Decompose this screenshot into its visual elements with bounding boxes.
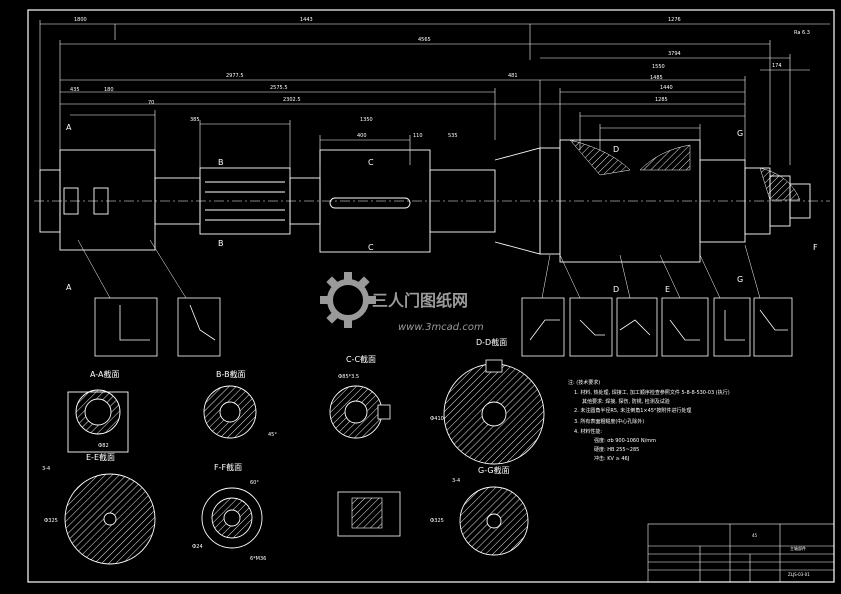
watermark-url: www.3mcad.com [398,322,484,333]
hatch-right-end [759,167,801,201]
dim-1285: 1285 [655,97,668,103]
dim-2575: 2575.5 [270,85,288,91]
bb-angle: 45° [268,432,277,438]
dim-1550: 1550 [652,64,665,70]
dim-535: 535 [448,133,458,139]
tb-drawing-no: ZLJS-03-01 [788,572,810,577]
dd-dim: Ф410 [430,416,444,422]
gear-icon [320,272,376,328]
mark-a-bottom: A [66,283,72,292]
mark-d-bottom: D [613,285,619,294]
title-dd: D-D截面 [476,337,507,347]
dim-1440: 1440 [660,85,673,91]
bb-bore [219,401,241,423]
gg-dia: Ф325 [430,518,444,524]
dim-70: 70 [148,100,154,106]
dim-4565: 4565 [418,37,431,43]
note-1b: 其他要求: 焊接, 探伤, 防锈, 检测及试验 [582,398,670,405]
mark-d-top: D [613,145,619,154]
note-1: 1. 材料, 热处理, 焊接工, 加工顺序检查参照文件 5-8-8-530-03… [574,389,730,396]
ff-bore [223,509,241,527]
ee-bore [103,512,117,526]
dim-1443: 1443 [300,17,313,23]
dd-key [485,359,503,373]
mark-b-top: B [218,158,224,167]
detail-leaders [77,239,761,299]
sheet-border [27,9,835,583]
gg-bore [486,513,502,529]
note-4a: 强度: σb 900-1060 N/mm [594,437,656,444]
ee-dia: Ф325 [44,518,58,524]
ff-angle: 60° [250,480,259,486]
hatch-worm-top [569,139,631,176]
title-block [647,523,835,583]
dim-1276: 1276 [668,17,681,23]
dim-2977: 2977.5 [226,73,244,79]
section-markers: A A B B C C D D E F G G [66,123,818,294]
dim-3794: 3794 [668,51,681,57]
detail-ff-2-hatch [351,497,383,529]
site-watermark: 三人门图纸网 www.3mcad.com [320,272,484,333]
aa-dim: Ф82 [98,443,109,449]
mark-c-bottom: C [368,243,374,252]
cc-dim: Ф85*3.5 [338,374,359,380]
hatch-worm-top-2 [639,144,691,171]
mark-b-bottom: B [218,239,224,248]
mark-c-top: C [368,158,374,167]
note-2: 2. 未注圆角半径R5, 未注倒角1×45°按附件进行处理 [574,407,691,414]
aa-bore [84,398,112,426]
mark-g-top: G [737,129,743,138]
cc-bore [344,400,368,424]
detail-views [94,297,793,357]
dim-481: 481 [508,73,518,79]
top-dimension-values: 1800 1443 1276 4565 3794 174 2977.5 2575… [70,17,810,139]
top-dimension-lines [39,20,830,170]
title-aa: A-A截面 [90,369,119,379]
title-ee: E-E截面 [86,452,115,462]
dim-180: 180 [104,87,114,93]
cc-keyway [377,404,391,420]
title-gg: G-G截面 [478,465,510,475]
title-bb: B-B截面 [216,369,246,379]
title-ff: F-F截面 [214,462,242,472]
dim-400: 400 [357,133,367,139]
ff-outer [201,487,263,549]
dim-385: 385 [190,117,200,123]
title-cc: C-C截面 [346,354,376,364]
dim-2302: 2302.5 [283,97,301,103]
dim-435: 435 [70,87,80,93]
watermark-brand: 三人门图纸网 [372,291,468,310]
note-4: 4. 材料性能: [574,428,602,435]
gg-left: 3-4 [452,478,460,484]
ff-n: 6*M36 [250,556,266,562]
tb-title: 主轴部件 [790,545,806,551]
mark-f: F [813,243,818,252]
ff-d: Ф24 [192,544,203,550]
dim-1485: 1485 [650,75,663,81]
detail-ff-2 [337,491,401,537]
tb-material: 45 [752,533,758,538]
roughness-note: Ra 6.3 [794,30,810,36]
dim-1350: 1350 [360,117,373,123]
dim-1800: 1800 [74,17,87,23]
ee-left: 3-4 [42,466,50,472]
dim-110: 110 [413,133,423,139]
mark-e: E [665,285,670,294]
mark-g-bottom: G [737,275,743,284]
dim-174: 174 [772,63,782,69]
note-3: 3. 所有表面粗糙度(中心孔除外) [574,418,644,425]
note-4b: 硬度: HB 255~285 [594,446,639,453]
technical-notes: 注: (技术要求) 1. 材料, 热处理, 焊接工, 加工顺序检查参照文件 5-… [568,379,730,462]
note-title: 注: (技术要求) [568,379,600,386]
mark-a-top: A [66,123,72,132]
dd-bore [481,401,507,427]
note-4c: 冲击: KV ≥ 46J [594,455,629,462]
